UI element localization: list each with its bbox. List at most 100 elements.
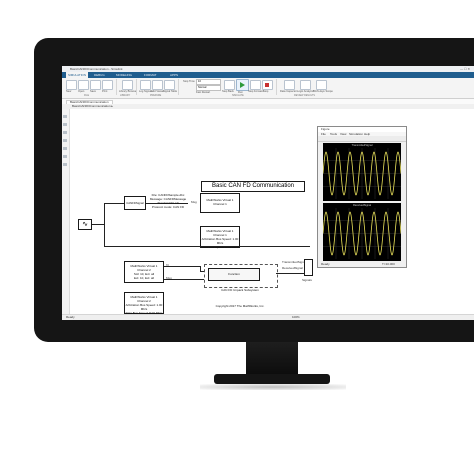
ribbon-separator <box>178 79 179 95</box>
play-icon <box>240 82 245 88</box>
area-icon[interactable] <box>63 147 67 150</box>
sine-wave-block[interactable]: ∿ <box>78 219 92 230</box>
logic-analyzer-label: Logic Analyzer <box>297 90 314 93</box>
scope-menu-simulation[interactable]: Simulation <box>349 131 364 136</box>
annotation-icon[interactable] <box>63 131 67 134</box>
open-button[interactable] <box>78 80 89 90</box>
save-button[interactable] <box>90 80 101 90</box>
can-fd-transmit-block[interactable]: MathWorks Virtual 1 Channel 1 <box>200 193 240 213</box>
zoom-icon[interactable] <box>63 115 67 118</box>
f-port-label: f() <box>166 263 169 267</box>
new-label: New <box>66 90 72 93</box>
scope-status-right: T=10.000 <box>382 262 395 266</box>
transmitted-signal-plot[interactable]: TransmittedSignal <box>323 143 401 201</box>
signal-line <box>104 246 310 247</box>
library-browser-label: Library Browser <box>119 90 138 93</box>
scope-menu-file[interactable]: File <box>321 131 326 136</box>
sine-wave-icon: ∿ <box>82 221 88 228</box>
cfg-channel: Channel 1 <box>213 233 227 237</box>
breadcrumb-path[interactable]: BasicCANFDCommunication ▸ <box>72 104 113 108</box>
signal-line <box>200 266 201 272</box>
fast-restart-toggle[interactable]: Fast Restart <box>196 91 211 94</box>
stop-button[interactable] <box>262 80 273 90</box>
hide-icon[interactable] <box>63 155 67 158</box>
run-button[interactable] <box>236 79 249 91</box>
pack-parameters: File: CANFDSample.dbc Message: CANFDMess… <box>147 193 189 213</box>
window-controls[interactable]: — ☐ ✕ <box>460 67 470 71</box>
rx-msg-port-label: Msg <box>166 276 172 280</box>
plot2-title: ReceivedSignal <box>352 204 372 207</box>
scope-menu-view[interactable]: View <box>340 131 347 136</box>
rx2-channel: Channel 2 <box>137 299 151 303</box>
can-fd-receive-block[interactable]: MathWorks Virtual 1 Channel 2 Std: 10, E… <box>124 261 164 283</box>
unpack-function-label: Function <box>228 272 240 276</box>
tab-modeling[interactable]: MODELING <box>116 73 133 77</box>
can-fd-unpack-subsystem[interactable]: Function <box>208 268 260 281</box>
model-canvas[interactable]: Basic CAN FD Communication ∿ CANFDSignal… <box>70 109 474 315</box>
log-signals-label: Log Signals <box>139 90 153 93</box>
tab-debug[interactable]: DEBUG <box>94 73 105 77</box>
tx-device: MathWorks Virtual 1 <box>206 198 234 202</box>
signal-line <box>164 279 204 280</box>
rx2-device: MathWorks Virtual 1 <box>130 295 158 299</box>
sine-trace <box>323 211 401 256</box>
scope-window[interactable]: Figure File Tools View Simulation Help T… <box>317 126 407 268</box>
signal-line <box>104 225 105 247</box>
status-bar: Ready 100% <box>62 314 474 320</box>
section-review-results: REVIEW RESULTS <box>294 94 315 97</box>
pack-input-label: CANFDSignal <box>126 201 144 205</box>
stop-time-input[interactable]: 10 <box>196 79 221 85</box>
image-icon[interactable] <box>63 139 67 142</box>
step-back-button[interactable] <box>224 80 235 90</box>
scope-toolbar[interactable] <box>318 136 406 142</box>
received-signal-label: ReceivedSignal <box>282 266 303 270</box>
transmitted-signal-label: TransmittedSignal <box>282 260 307 264</box>
collapse-icon[interactable] <box>63 163 67 166</box>
step-back-label: Step Back <box>222 90 234 93</box>
can-fd-receive-config-block[interactable]: MathWorks Virtual 1 Channel 2 Arbitratio… <box>124 292 164 315</box>
step-forward-button[interactable] <box>250 80 261 90</box>
signal-line <box>200 271 204 272</box>
stop-time-label: Stop Time <box>183 80 195 83</box>
scope-block[interactable] <box>304 259 313 276</box>
logic-analyzer-button[interactable] <box>300 80 311 90</box>
data-inspector-button[interactable] <box>284 80 295 90</box>
new-button[interactable] <box>66 80 77 90</box>
log-signals-button[interactable] <box>140 80 151 90</box>
fit-view-icon[interactable] <box>63 123 67 126</box>
library-browser-button[interactable] <box>122 80 133 90</box>
diagram-title: Basic CAN FD Communication <box>211 183 295 189</box>
tab-simulation[interactable]: SIMULATION <box>66 72 88 78</box>
birds-eye-scope-button[interactable] <box>316 80 327 90</box>
data-inspector-label: Data Inspector <box>280 90 297 93</box>
received-signal-plot[interactable]: ReceivedSignal <box>323 203 401 261</box>
simulation-mode-select[interactable]: Normal <box>196 85 221 91</box>
scope-menu-help[interactable]: Help <box>364 131 371 136</box>
save-label: Save <box>90 90 96 93</box>
status-zoom: 100% <box>292 315 300 319</box>
section-prepare: PREPARE <box>150 94 162 97</box>
tab-apps[interactable]: APPS <box>170 73 179 77</box>
scope-menu-tools[interactable]: Tools <box>330 131 338 136</box>
can-fd-configuration-block[interactable]: MathWorks Virtual 1 Channel 1 Arbitratio… <box>200 226 240 249</box>
scope-title: Figure <box>321 127 330 131</box>
cfg-arbitration-speed: Arbitration Bus Speed: 1.00 Mb/s <box>201 237 239 245</box>
copyright-note: Copyright 2017 The MathWorks, Inc. <box>215 304 265 308</box>
print-label: Print <box>102 90 108 93</box>
plot1-title: TransmittedSignal <box>351 144 373 147</box>
ribbon-tab-bar: SIMULATION DEBUG MODELING FORMAT APPS <box>62 72 474 78</box>
birds-eye-scope-label: Bird's-Eye Scope <box>313 90 333 93</box>
signal-table-button[interactable] <box>164 80 175 90</box>
monitor-screen: BasicCANFDCommunication - Simulink — ☐ ✕… <box>62 66 474 320</box>
tab-format[interactable]: FORMAT <box>144 73 157 77</box>
print-button[interactable] <box>102 80 113 90</box>
add-viewer-button[interactable] <box>152 80 163 90</box>
scope-menu-bar: File Tools View Simulation Help <box>318 132 406 136</box>
sine-trace <box>323 151 401 196</box>
ribbon-separator <box>276 79 277 95</box>
transmitted-waveform <box>323 148 401 199</box>
can-fd-pack-block[interactable]: CANFDSignal <box>124 196 146 210</box>
unpack-subsystem-outline <box>204 264 278 288</box>
add-viewer-label: Add Viewer <box>151 90 165 93</box>
scope-status-left: Ready <box>321 262 330 266</box>
